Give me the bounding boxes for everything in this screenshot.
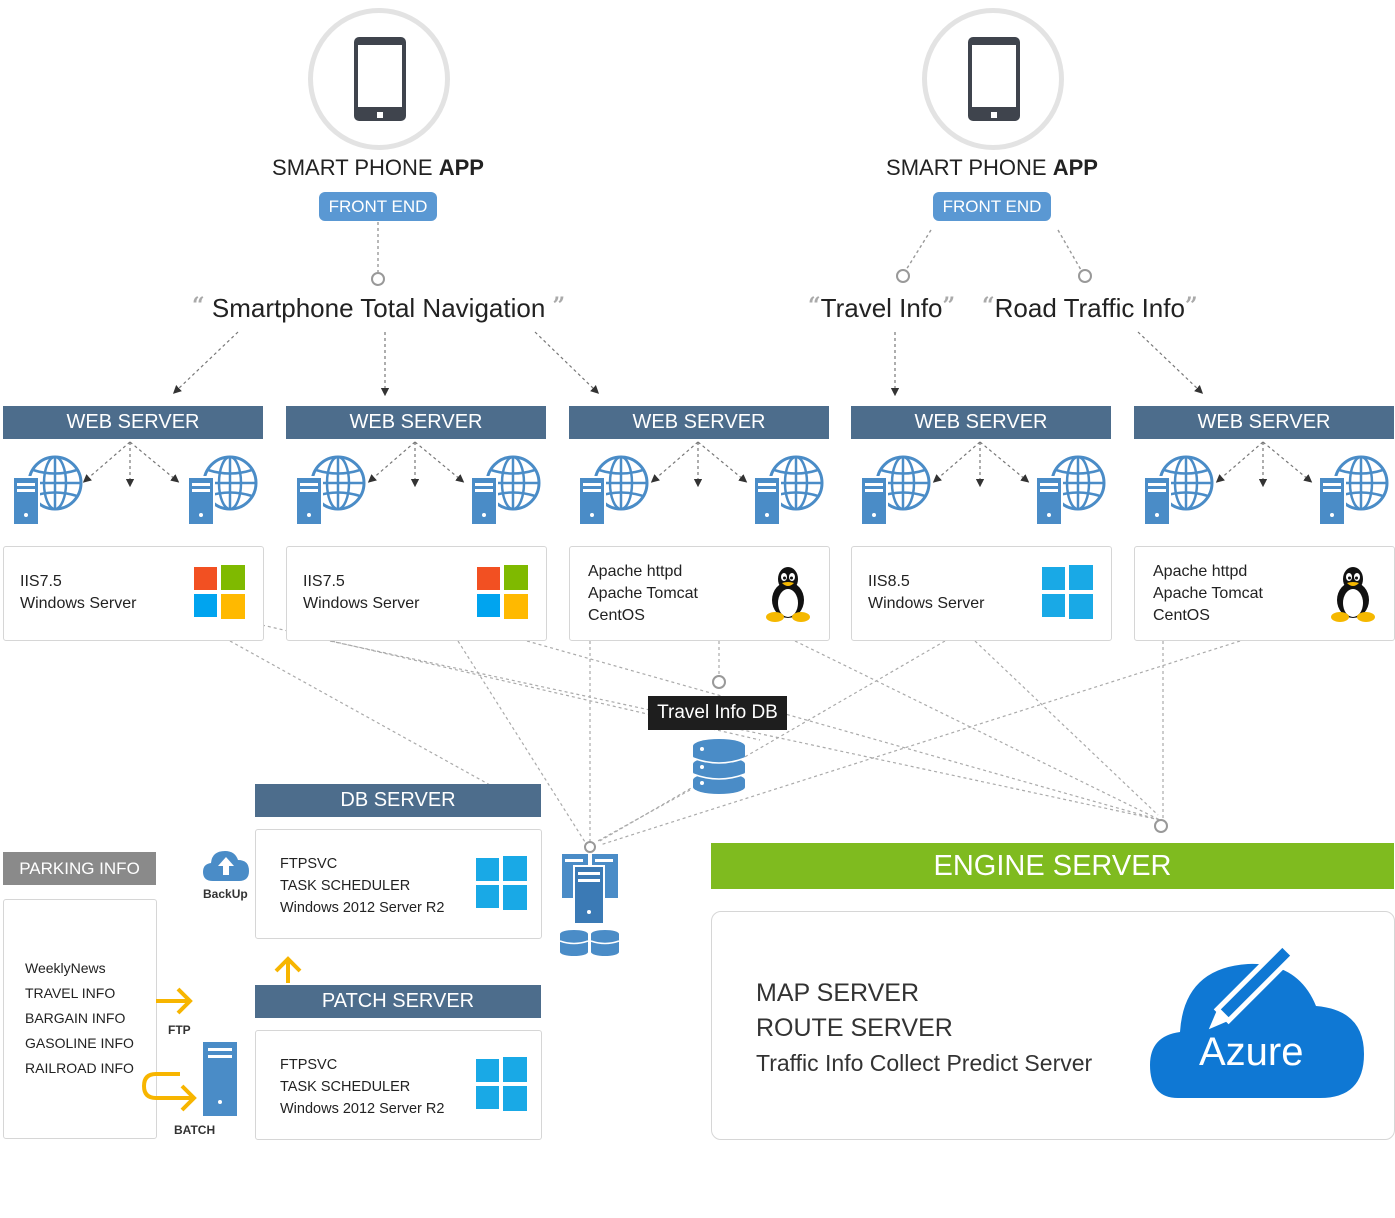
- ftp-arrow-icon: [156, 987, 193, 1015]
- quote-open-icon: “: [982, 293, 995, 319]
- patch-server-header: PATCH SERVER: [255, 985, 541, 1018]
- web-globe-server-icon: [1035, 455, 1106, 526]
- windows-logo-icon: [1042, 565, 1093, 619]
- web-server-header: WEB SERVER: [851, 406, 1111, 439]
- web-globe-server-icon: [187, 455, 258, 526]
- route-server-label: ROUTE SERVER: [756, 1014, 953, 1042]
- web-server-detail-line: Apache httpd: [1153, 563, 1248, 580]
- service-label-navigation: “ Smartphone Total Navigation ”: [192, 293, 566, 323]
- web-server-detail-line: Apache Tomcat: [1153, 585, 1263, 602]
- azure-cloud-icon: [1150, 940, 1364, 1098]
- web-server-detail-line: Apache httpd: [588, 563, 683, 580]
- web-server-detail-line: Apache Tomcat: [588, 585, 698, 602]
- list-item: TRAVEL INFO: [25, 985, 116, 1001]
- smartphone-icon: [968, 37, 1020, 121]
- front-end-badge-2: FRONT END: [933, 192, 1051, 221]
- list-item: GASOLINE INFO: [25, 1035, 134, 1051]
- web-server-detail-line: IIS7.5: [303, 573, 345, 590]
- web-globe-server-icon: [860, 455, 931, 526]
- web-server-header: WEB SERVER: [286, 406, 546, 439]
- traffic-server-label: Traffic Info Collect Predict Server: [756, 1050, 1093, 1076]
- web-server-header: WEB SERVER: [1134, 406, 1394, 439]
- web-server-detail-line: Windows Server: [20, 595, 137, 612]
- upload-arrow-icon: [274, 956, 302, 983]
- smartphone-icon: [354, 37, 406, 121]
- app-title-2: SMART PHONE APP: [886, 155, 1098, 180]
- windows-logo-icon: [194, 565, 245, 619]
- parking-info-box: [3, 899, 157, 1139]
- quote-close-icon: ”: [552, 293, 566, 319]
- web-globe-server-icon: [470, 455, 541, 526]
- windows-logo-icon: [476, 1057, 527, 1111]
- smartphone-circle-1: [308, 8, 450, 150]
- quote-open-icon: “: [808, 293, 821, 319]
- list-item: BARGAIN INFO: [25, 1010, 126, 1026]
- list-item: RAILROAD INFO: [25, 1060, 134, 1076]
- service-label-travel-info: “Travel Info”: [808, 293, 956, 323]
- front-end-badge-1: FRONT END: [319, 192, 437, 221]
- batch-label: BATCH: [174, 1123, 216, 1137]
- database-icon: [692, 739, 746, 794]
- web-globe-server-icon: [295, 455, 366, 526]
- web-globe-server-icon: [753, 455, 824, 526]
- smartphone-circle-2: [922, 8, 1064, 150]
- linux-tux-icon: [1331, 567, 1375, 622]
- db-server-header: DB SERVER: [255, 784, 541, 817]
- service-label-road-traffic: “Road Traffic Info”: [982, 293, 1198, 323]
- parking-info-list: WeeklyNews TRAVEL INFO BARGAIN INFO GASO…: [25, 956, 134, 1081]
- map-server-label: MAP SERVER: [756, 979, 920, 1007]
- quote-close-icon: ”: [1184, 293, 1198, 319]
- backup-cloud-icon: [203, 851, 249, 881]
- linux-tux-icon: [766, 567, 810, 622]
- ftp-label: FTP: [168, 1023, 191, 1037]
- web-server-detail-line: CentOS: [588, 607, 645, 624]
- travel-info-db-label: Travel Info DB: [648, 696, 787, 730]
- web-globe-server-icon: [1143, 455, 1214, 526]
- quote-close-icon: ”: [942, 293, 956, 319]
- windows-logo-icon: [477, 565, 528, 619]
- engine-server-header: ENGINE SERVER: [711, 843, 1394, 889]
- web-globe-server-icon: [578, 455, 649, 526]
- quote-open-icon: “: [192, 293, 205, 319]
- list-item: WeeklyNews: [25, 960, 106, 976]
- web-globe-server-icon: [12, 455, 83, 526]
- parking-info-header: PARKING INFO: [3, 852, 156, 885]
- web-server-detail-line: CentOS: [1153, 607, 1210, 624]
- app-title-1: SMART PHONE APP: [272, 155, 484, 180]
- backup-label: BackUp: [203, 887, 248, 901]
- web-server-header: WEB SERVER: [3, 406, 263, 439]
- batch-server-icon: [203, 1042, 237, 1116]
- web-globe-server-icon: [1318, 455, 1389, 526]
- web-server-header: WEB SERVER: [569, 406, 829, 439]
- web-server-detail-line: Windows Server: [303, 595, 420, 612]
- batch-loop-arrow-icon: [141, 1072, 197, 1112]
- web-server-detail-line: IIS8.5: [868, 573, 910, 590]
- windows-logo-icon: [476, 856, 527, 910]
- web-server-detail-line: Windows Server: [868, 595, 985, 612]
- db-cluster-icon: [559, 854, 620, 956]
- web-server-detail-line: IIS7.5: [20, 573, 62, 590]
- azure-label: Azure: [1199, 1030, 1304, 1074]
- engine-server-details: MAP SERVER ROUTE SERVER Traffic Info Col…: [756, 976, 1092, 1081]
